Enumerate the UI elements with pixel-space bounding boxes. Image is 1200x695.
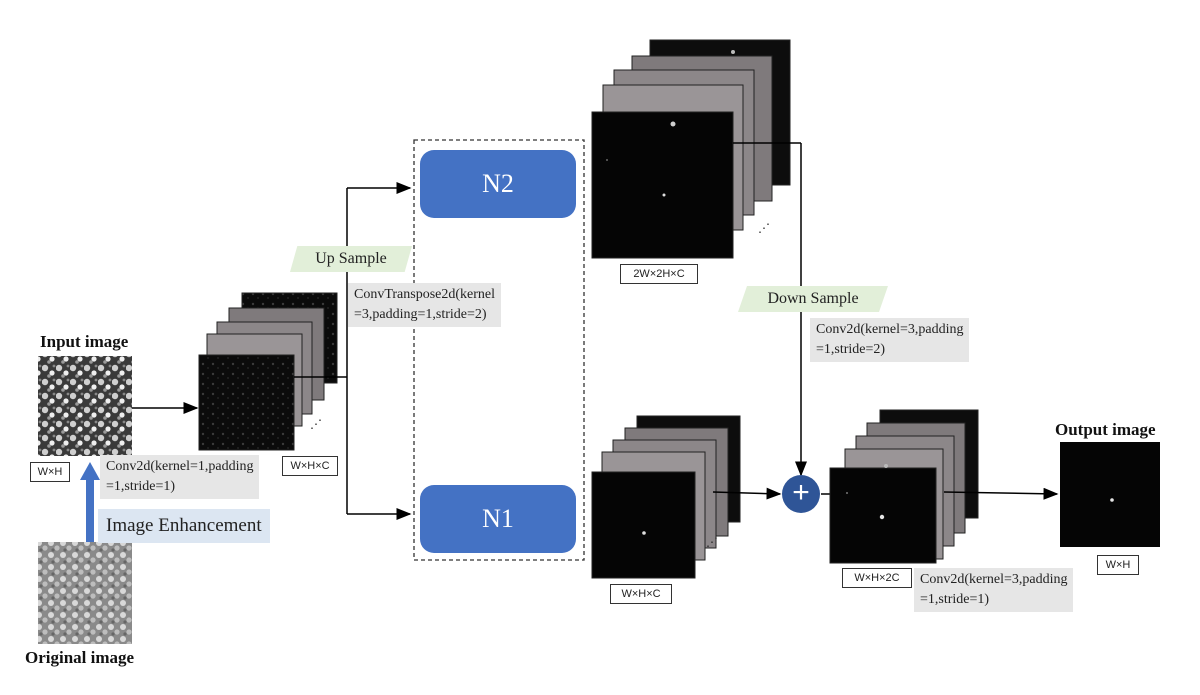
merged-feature-stack [829,409,979,564]
n2-stack-dim-label: 2W×2H×C [620,264,698,284]
svg-text:⋰: ⋰ [758,221,770,235]
original-image [38,542,132,644]
svg-text:⋰: ⋰ [310,417,322,431]
input-image-title: Input image [40,332,129,351]
input-dim-label: W×H [30,462,70,482]
convtranspose-params: ConvTranspose2d(kernel =3,padding=1,stri… [348,283,502,327]
first-stack-dim-label: W×H×C [282,456,338,476]
output-image [1060,442,1160,547]
conv-first-params: Conv2d(kernel=1,padding =1,stride=1) [100,455,260,499]
n1-feature-stack: ⋰ [591,415,741,579]
image-enhancement-label: Image Enhancement [98,509,270,543]
n1-stack-dim-label: W×H×C [610,584,672,604]
n2-node: N2 [420,150,576,218]
first-feature-stack: ⋰ [198,292,338,451]
conv-down-params: Conv2d(kernel=3,padding =1,stride=2) [810,318,970,362]
input-image [38,356,132,456]
original-image-title: Original image [25,648,135,667]
add-operator-icon: + [782,475,820,513]
enhance-arrow-head [80,462,100,480]
enhance-arrow-shaft [86,478,94,542]
svg-text:⋰: ⋰ [706,535,718,549]
down-sample-label: Down Sample [738,286,888,312]
conv-last-params: Conv2d(kernel=3,padding =1,stride=1) [914,568,1074,612]
n2-feature-stack: ⋰ [591,39,791,259]
merged-stack-dim-label: W×H×2C [842,568,912,588]
n1-node: N1 [420,485,576,553]
output-dim-label: W×H [1097,555,1139,575]
up-sample-label: Up Sample [290,246,412,272]
dashed-module-box [413,139,585,561]
output-image-title: Output image [1055,420,1156,439]
